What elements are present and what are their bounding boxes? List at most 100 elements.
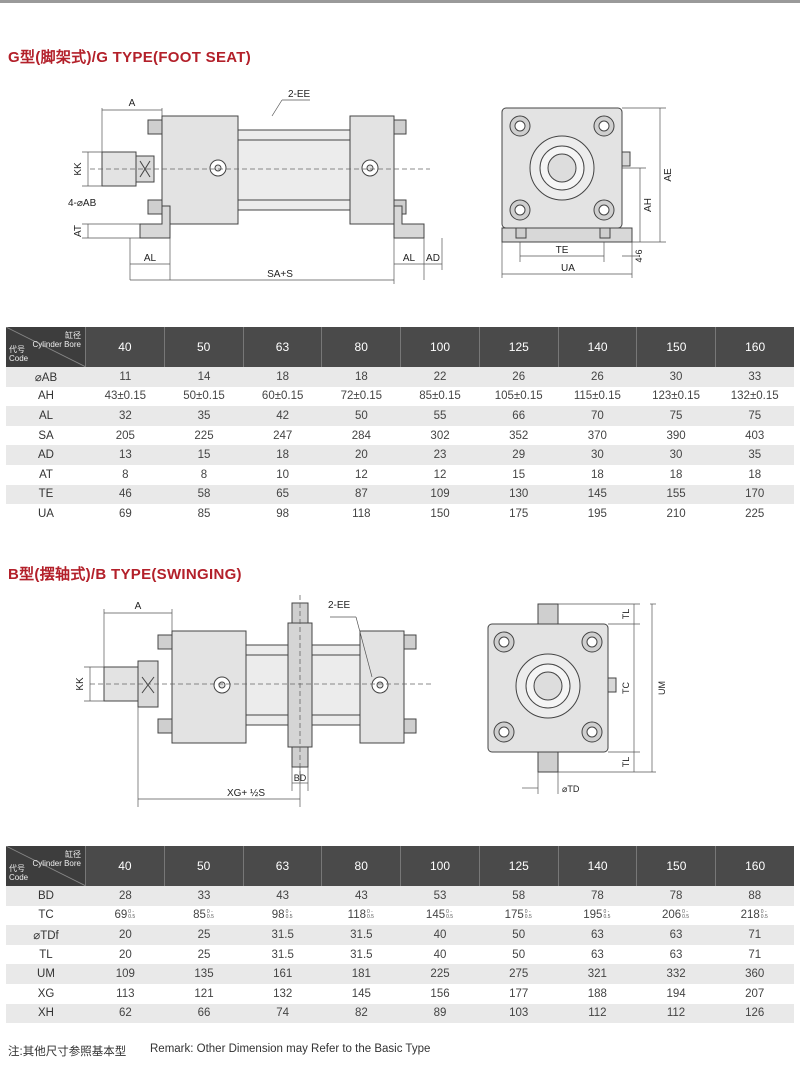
table-cell: 60±0.15 <box>243 387 322 407</box>
row-label: ⌀TDf <box>33 929 59 942</box>
table-cell: 89 <box>401 1004 480 1024</box>
row-label: AL <box>38 409 54 422</box>
cell-value: 360 <box>745 968 765 981</box>
g-type-side-drawing: A 2-EE KK 4-⌀AB AT AL SA+S AL AD <box>68 89 443 284</box>
table-cell: 18 <box>322 367 401 387</box>
cell-value: 205 <box>115 429 135 442</box>
cell-value: 31.5 <box>271 928 294 941</box>
cell-value: 87 <box>354 488 368 501</box>
cell-value: 403 <box>745 429 765 442</box>
row-label: TC <box>38 909 54 922</box>
cell-value: 275 <box>509 968 529 981</box>
barrel <box>237 129 351 211</box>
table-cell: 145 <box>322 984 401 1004</box>
cell-value: 85 <box>193 909 206 922</box>
corner-code-en: Code <box>9 873 29 882</box>
tolerance-note: 0 -0.5 <box>128 909 136 921</box>
table-cell: 18 <box>715 465 794 485</box>
table-cell: 87 <box>322 485 401 505</box>
cell-value: 156 <box>430 987 450 1000</box>
b-col-header: 125 <box>480 846 559 886</box>
cell-value: 46 <box>118 488 132 501</box>
cell-value: 247 <box>273 429 293 442</box>
cell-value: 75 <box>748 409 762 422</box>
table-cell: 390 <box>637 426 716 446</box>
cell-value: 20 <box>354 449 368 462</box>
table-cell: 302 <box>401 426 480 446</box>
corner-bore-en: Cylinder Bore <box>32 859 81 868</box>
table-cell: 78 <box>558 886 637 906</box>
cell-value: 195 <box>583 909 603 922</box>
cell-value: 58 <box>512 889 526 902</box>
cell-value: 188 <box>587 987 607 1000</box>
cell-value: 112 <box>666 1007 686 1020</box>
cell-value: 181 <box>351 968 371 981</box>
cell-value: 71 <box>748 928 762 941</box>
cell-value: 135 <box>194 968 214 981</box>
cell-value: 63 <box>590 928 604 941</box>
cell-value: 33 <box>748 370 762 383</box>
cell-value: 18 <box>590 468 604 481</box>
table-cell: 135 <box>165 964 244 984</box>
cell-value: 33 <box>197 889 211 902</box>
cell-value: 30 <box>669 449 683 462</box>
cell-value: 18 <box>669 468 683 481</box>
cell-value: 43 <box>276 889 290 902</box>
table-cell: 12 <box>401 465 480 485</box>
cell-value: 35 <box>197 409 211 422</box>
table-cell: 15 <box>479 465 558 485</box>
table-cell: 62 <box>86 1004 165 1024</box>
table-cell: 88 <box>715 886 794 906</box>
table-cell: 20 <box>86 925 165 945</box>
g-col-header: 125 <box>480 327 559 367</box>
tolerance-note: 0 -0.5 <box>682 909 690 921</box>
dim-al-left: AL <box>144 253 157 264</box>
cell-value: 98 <box>271 909 285 922</box>
table-cell: 43 <box>243 886 322 906</box>
table-cell: 43±0.15 <box>86 387 165 407</box>
table-cell: 188 <box>558 984 637 1004</box>
table-cell: 247 <box>243 426 322 446</box>
table-cell: 121 <box>165 984 244 1004</box>
table-cell: 28 <box>86 886 165 906</box>
cell-value: 58 <box>197 488 211 501</box>
table-cell: 43 <box>322 886 401 906</box>
table-cell: 33 <box>165 886 244 906</box>
table-cell: 15 <box>165 445 244 465</box>
tolerance-note: 0 -0.5 <box>603 909 611 921</box>
g-type-end-drawing: AE AH TE UA 4-6 <box>501 107 674 278</box>
cell-value: 31.5 <box>271 948 294 961</box>
dim-ab: 4-⌀AB <box>68 198 97 209</box>
cell-value: 20 <box>118 948 132 961</box>
cell-value: 69 <box>118 507 132 520</box>
table-cell: 63 <box>558 925 637 945</box>
table-cell: 225 <box>401 964 480 984</box>
cell-value: 175 <box>509 507 529 520</box>
table-cell: 31.5 <box>243 945 322 965</box>
table-cell: 63 <box>558 945 637 965</box>
table-cell: 18 <box>243 367 322 387</box>
cell-value: 14 <box>197 370 211 383</box>
table-cell: 55 <box>401 406 480 426</box>
tolerance-note: 0 -0.5 <box>524 909 532 921</box>
cell-value: 62 <box>118 1007 132 1020</box>
cell-value: 85 <box>197 507 211 520</box>
row-label: UA <box>38 507 54 520</box>
g-col-header: 160 <box>745 340 766 354</box>
cell-value: 145 <box>351 987 371 1000</box>
dim-ee: 2-EE <box>328 600 351 611</box>
table-cell: 66 <box>479 406 558 426</box>
b-col-header: 50 <box>165 846 244 886</box>
table-cell: 30 <box>558 445 637 465</box>
row-label: BD <box>38 889 54 902</box>
tolerance-note: 0 -0.5 <box>285 909 293 921</box>
cell-value: 150 <box>430 507 450 520</box>
